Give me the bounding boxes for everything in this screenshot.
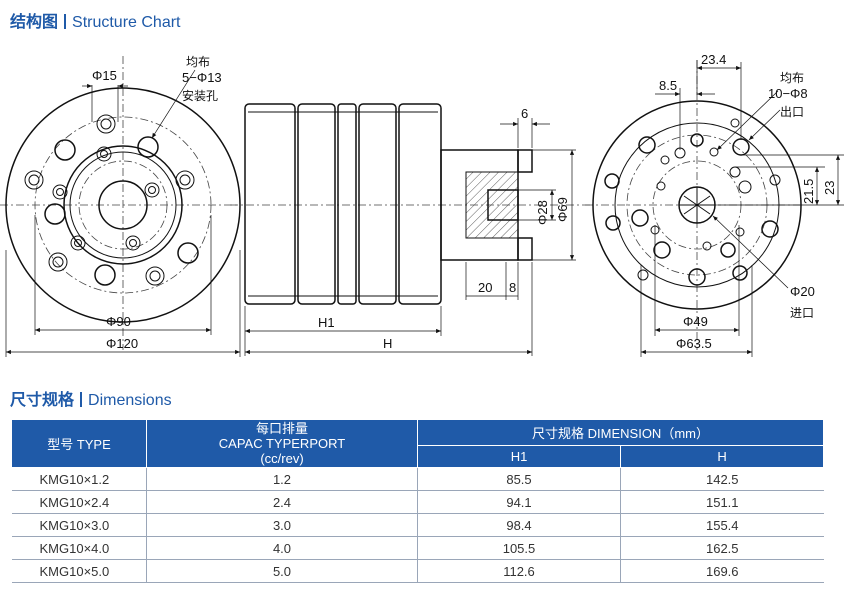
cell-capacity: 3.0 (146, 513, 418, 537)
cell-capacity: 1.2 (146, 467, 418, 491)
mounting-holes (44, 136, 199, 286)
cell-h: 162.5 (620, 536, 824, 560)
structure-drawing: Φ15 均布 5−Φ13 安装孔 Φ90 Φ120 6 (0, 52, 844, 357)
table-row: KMG10×4.0 4.0 105.5 162.5 (11, 536, 824, 560)
rear-view: 23.4 8.5 均布 10−Φ8 出口 21.5 23 Φ20 进口 Φ49 … (585, 52, 844, 357)
table-row: KMG10×5.0 5.0 112.6 169.6 (11, 559, 824, 583)
label-rear-holes-a: 均布 (780, 71, 804, 85)
cell-model: KMG10×3.0 (11, 513, 147, 537)
cell-model: KMG10×2.4 (11, 490, 147, 514)
header-model: 型号 TYPE (11, 419, 147, 468)
label-phi49: Φ49 (683, 314, 708, 329)
label-six: 6 (521, 106, 528, 121)
header-h: H (619, 445, 825, 468)
label-inlet: 进口 (790, 306, 814, 320)
label-d85: 8.5 (659, 78, 677, 93)
label-h1: H1 (318, 315, 335, 330)
structure-title-cn: 结构图 (10, 12, 59, 31)
cell-h: 142.5 (620, 467, 824, 491)
dimensions-section-title: 尺寸规格 Dimensions (10, 386, 172, 410)
label-rear-holes-b: 10−Φ8 (768, 86, 808, 101)
structure-title-en: Structure Chart (72, 14, 181, 31)
label-phi69: Φ69 (555, 197, 570, 222)
label-mount-holes-c: 安装孔 (182, 88, 218, 103)
header-capacity-unit: (cc/rev) (260, 451, 304, 466)
cell-h1: 85.5 (417, 467, 621, 491)
cell-h: 155.4 (620, 513, 824, 537)
cell-h1: 94.1 (417, 490, 621, 514)
cell-capacity: 4.0 (146, 536, 418, 560)
label-phi28: Φ28 (535, 200, 550, 225)
hex-bolts (24, 114, 195, 286)
table-row: KMG10×3.0 3.0 98.4 155.4 (11, 513, 824, 537)
cell-h1: 112.6 (417, 559, 621, 583)
cell-model: KMG10×1.2 (11, 467, 147, 491)
title-divider (64, 14, 67, 29)
label-phi20: Φ20 (790, 284, 815, 299)
dimensions-title-cn: 尺寸规格 (10, 390, 75, 409)
label-h: H (383, 336, 392, 351)
cell-h: 151.1 (620, 490, 824, 514)
table-row: KMG10×1.2 1.2 85.5 142.5 (11, 467, 824, 491)
cell-h: 169.6 (620, 559, 824, 583)
cell-model: KMG10×5.0 (11, 559, 147, 583)
cell-capacity: 2.4 (146, 490, 418, 514)
cell-h1: 105.5 (417, 536, 621, 560)
cell-capacity: 5.0 (146, 559, 418, 583)
label-phi90: Φ90 (106, 314, 131, 329)
dimensions-table: 型号 TYPE 每口排量 CAPAC TYPERPORT (cc/rev) 尺寸… (11, 419, 825, 583)
label-phi635: Φ63.5 (676, 336, 712, 351)
label-mount-holes-b: 5−Φ13 (182, 70, 222, 85)
front-view: Φ15 均布 5−Φ13 安装孔 Φ90 Φ120 (0, 55, 241, 357)
header-capacity: 每口排量 CAPAC TYPERPORT (cc/rev) (146, 419, 418, 468)
label-outlet: 出口 (780, 105, 804, 119)
label-d23: 23 (822, 181, 837, 195)
label-d234: 23.4 (701, 52, 726, 67)
cell-model: KMG10×4.0 (11, 536, 147, 560)
rear-holes (604, 118, 781, 286)
label-d215: 21.5 (801, 179, 816, 204)
inner-bolts (52, 146, 160, 251)
label-phi15: Φ15 (92, 68, 117, 83)
structure-section-title: 结构图 Structure Chart (10, 8, 181, 32)
header-h1: H1 (417, 445, 621, 468)
label-twenty: 20 (478, 280, 492, 295)
dimensions-title-en: Dimensions (88, 392, 172, 409)
label-phi120: Φ120 (106, 336, 138, 351)
label-eight: 8 (509, 280, 516, 295)
header-capacity-en: CAPAC TYPERPORT (218, 436, 346, 451)
header-dimension: 尺寸规格 DIMENSION（mm） (416, 419, 825, 446)
title-divider (80, 392, 83, 407)
table-row: KMG10×2.4 2.4 94.1 151.1 (11, 490, 824, 514)
side-view: 6 Φ28 Φ69 20 8 H1 H (230, 103, 590, 356)
header-capacity-cn: 每口排量 (255, 421, 308, 436)
cell-h1: 98.4 (417, 513, 621, 537)
label-mount-holes-a: 均布 (186, 55, 210, 69)
